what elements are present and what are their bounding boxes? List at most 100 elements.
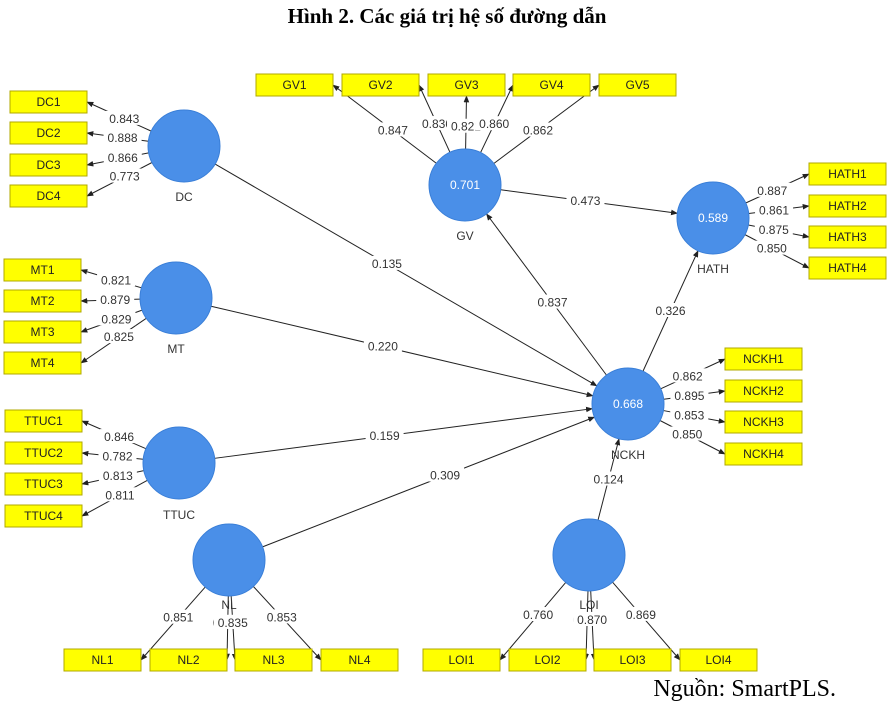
indicator-label: GV2 — [368, 78, 392, 92]
svg-text:0.813: 0.813 — [103, 469, 133, 483]
loading-label: 0.773 — [105, 168, 144, 184]
indicator-box: NL2 — [149, 648, 228, 672]
indicator-box: GV3 — [427, 73, 506, 97]
indicator-box: NCKH2 — [724, 379, 803, 403]
indicator-box: HATH2 — [808, 194, 887, 218]
svg-text:0.851: 0.851 — [163, 611, 193, 625]
loading-edge — [499, 582, 567, 661]
r-squared-value: 0.668 — [613, 397, 643, 411]
svg-text:0.821: 0.821 — [101, 273, 131, 287]
indicator-box: MT4 — [3, 351, 82, 375]
indicator-box: MT1 — [3, 258, 82, 282]
loading-label: 0.862 — [519, 122, 558, 138]
loading-label: 0.875 — [754, 222, 793, 237]
latent-name: GV — [456, 229, 473, 243]
latent-name: NCKH — [611, 448, 645, 462]
loading-label: 0.821 — [97, 272, 136, 287]
indicator-box: LOI3 — [593, 648, 672, 672]
path-coefficient-label: 0.309 — [426, 467, 465, 483]
indicator-box: NL1 — [63, 648, 142, 672]
indicator-label: NL3 — [262, 653, 284, 667]
svg-text:0.220: 0.220 — [368, 340, 398, 354]
svg-text:0.835: 0.835 — [218, 616, 248, 630]
indicator-box: TTUC3 — [4, 472, 83, 496]
loading-label: 0.851 — [159, 609, 198, 625]
loading-label: 0.853 — [262, 609, 301, 624]
indicator-label: NCKH2 — [743, 384, 784, 398]
loading-label: 0.888 — [103, 129, 142, 145]
loading-label: 0.825 — [99, 329, 138, 344]
indicator-box: NL3 — [234, 648, 313, 672]
svg-text:0.895: 0.895 — [674, 389, 704, 403]
indicator-box: MT3 — [3, 320, 82, 344]
svg-text:0.773: 0.773 — [110, 170, 140, 184]
indicator-box: HATH3 — [808, 225, 887, 249]
indicator-label: GV1 — [282, 78, 306, 92]
indicator-box: NCKH1 — [724, 347, 803, 371]
loading-label: 0.895 — [670, 387, 709, 403]
indicator-label: DC3 — [36, 158, 60, 172]
figure-source-note: Nguồn: SmartPLS. — [653, 676, 836, 702]
svg-text:0.861: 0.861 — [759, 203, 789, 217]
svg-text:0.811: 0.811 — [105, 488, 134, 502]
loading-label: 0.850 — [752, 240, 791, 256]
svg-text:0.159: 0.159 — [370, 429, 400, 443]
indicator-label: TTUC4 — [24, 509, 63, 523]
svg-text:0.870: 0.870 — [577, 613, 607, 627]
latent-construct: DC — [147, 109, 221, 204]
indicator-label: NL1 — [91, 653, 113, 667]
svg-text:0.853: 0.853 — [267, 610, 297, 624]
loading-label: 0.836 — [417, 116, 456, 131]
indicator-box: GV2 — [341, 73, 420, 97]
indicator-box: TTUC2 — [4, 441, 83, 465]
indicator-box: LOI1 — [422, 648, 501, 672]
path-coefficient-label: 0.473 — [566, 193, 605, 208]
figure-title: Hình 2. Các giá trị hệ số đường dẫn — [287, 4, 607, 28]
indicator-box: LOI4 — [679, 648, 758, 672]
latent-name: MT — [167, 342, 185, 356]
indicator-box: DC4 — [9, 184, 88, 208]
indicator-box: HATH1 — [808, 162, 887, 186]
path-edge — [210, 305, 594, 398]
svg-text:0.309: 0.309 — [430, 469, 460, 483]
svg-text:0.135: 0.135 — [372, 257, 402, 271]
loading-label: 0.879 — [96, 291, 135, 307]
indicator-label: TTUC1 — [24, 414, 63, 428]
loading-label: 0.853 — [670, 407, 709, 422]
loading-label: 0.843 — [105, 110, 144, 126]
latent-name: DC — [175, 190, 193, 204]
indicator-label: GV4 — [539, 78, 563, 92]
loading-label: 0.811 — [100, 487, 139, 502]
indicator-label: NL2 — [177, 653, 199, 667]
loading-label: 0.760 — [519, 607, 558, 622]
indicator-box: DC2 — [9, 121, 88, 145]
svg-text:0.837: 0.837 — [537, 296, 567, 310]
loading-label: 0.862 — [668, 368, 707, 383]
indicator-box: TTUC4 — [4, 504, 83, 528]
indicator-label: LOI3 — [619, 653, 645, 667]
loading-label: 0.846 — [100, 429, 139, 444]
loading-label: 0.835 — [213, 614, 252, 630]
indicator-label: LOI4 — [705, 653, 731, 667]
loading-edge — [612, 581, 681, 661]
svg-text:0.782: 0.782 — [102, 450, 132, 464]
svg-text:0.888: 0.888 — [108, 131, 138, 145]
svg-text:0.860: 0.860 — [479, 117, 509, 131]
loading-label: 0.813 — [98, 468, 137, 483]
svg-text:0.760: 0.760 — [523, 608, 553, 622]
loading-label: 0.847 — [373, 122, 412, 137]
indicator-label: NCKH1 — [743, 352, 784, 366]
indicator-label: TTUC2 — [24, 446, 63, 460]
latent-name: TTUC — [163, 508, 195, 522]
svg-text:0.825: 0.825 — [104, 330, 134, 344]
r-squared-value: 0.589 — [698, 211, 728, 225]
indicator-label: DC4 — [36, 189, 60, 203]
indicator-label: MT3 — [31, 325, 55, 339]
indicator-box: LOI2 — [508, 648, 587, 672]
latent-name: HATH — [697, 262, 729, 276]
